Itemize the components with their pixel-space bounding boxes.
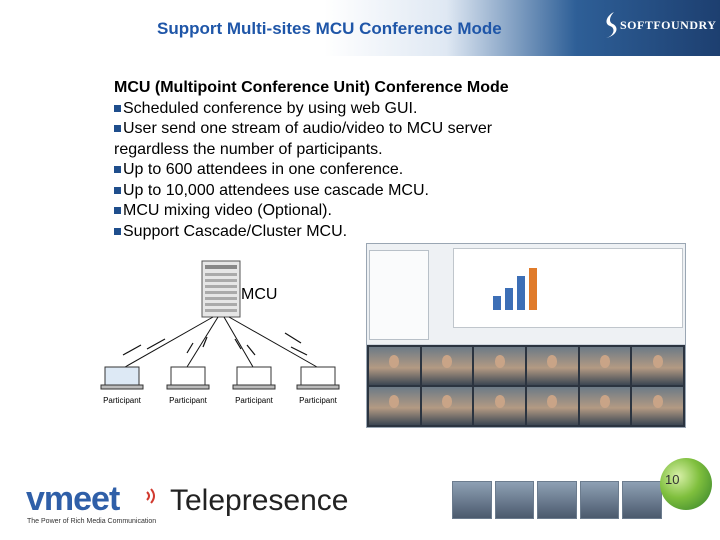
telepresence-photo: [452, 481, 492, 519]
screenshot-chart-image: [493, 268, 537, 310]
signal-waves-icon: [146, 488, 155, 504]
bullet-item: Up to 600 attendees in one conference.: [114, 160, 574, 181]
mcu-label: MCU: [241, 286, 278, 303]
bullet-text: Up to 600 attendees in one conference.: [123, 161, 404, 178]
slide-header: [0, 0, 720, 56]
video-tile: [632, 387, 683, 425]
connection-lines: [124, 316, 318, 368]
bullet-marker-icon: [114, 166, 121, 173]
bullet-item: Up to 10,000 attendees use cascade MCU.: [114, 181, 574, 202]
screenshot-shared-document: [453, 248, 683, 328]
participant-laptop-icon: [296, 366, 340, 390]
participant-laptop-icon: [100, 366, 144, 390]
bullet-marker-icon: [114, 104, 121, 112]
video-tile: [369, 387, 420, 425]
screenshot-top-panel: [367, 244, 685, 344]
brand-tagline: The Power of Rich Media Communication: [27, 518, 157, 525]
video-tile: [527, 387, 578, 425]
screenshot-video-grid: [367, 345, 685, 427]
video-tile: [474, 347, 525, 385]
softfoundry-logo: SOFTFOUNDRY: [598, 8, 716, 42]
video-tile: [421, 387, 473, 425]
vmeet-logo: vmeet: [26, 480, 120, 518]
bullet-item: MCU mixing video (Optional).: [114, 201, 574, 222]
participant-laptop-icon: [232, 366, 276, 390]
video-tile: [369, 347, 420, 385]
logo-mark-icon: [606, 12, 617, 38]
bullet-text: Scheduled conference by using web GUI.: [123, 99, 418, 117]
video-tile: [579, 387, 631, 425]
stream-arrows: [122, 332, 308, 356]
bullet-item: User send one stream of audio/video to M…: [114, 119, 574, 140]
bullet-marker-icon: [114, 186, 121, 194]
video-tile: [474, 387, 525, 425]
conference-screenshot: [366, 243, 686, 428]
telepresence-photo-strip: [452, 481, 662, 519]
telepresence-photo: [579, 481, 620, 519]
participant-label: Participant: [169, 396, 208, 405]
logo-text: SOFTFOUNDRY: [620, 18, 717, 32]
bullet-text: Support Cascade/Cluster MCU.: [123, 222, 348, 240]
participant-label: Participant: [299, 396, 338, 405]
bullet-text: MCU mixing video (Optional).: [123, 202, 332, 219]
video-tile: [632, 347, 683, 385]
bullet-item: Scheduled conference by using web GUI.: [114, 99, 574, 120]
bullet-marker-icon: [114, 125, 121, 132]
video-tile: [579, 347, 631, 385]
video-tile: [421, 347, 473, 385]
slide-title: Support Multi-sites MCU Conference Mode: [157, 19, 502, 38]
telepresence-photo: [622, 481, 662, 519]
body-heading: MCU (Multipoint Conference Unit) Confere…: [114, 79, 509, 96]
participant-label: Participant: [235, 396, 274, 405]
bullet-item: Support Cascade/Cluster MCU.: [114, 222, 574, 243]
screenshot-participant-list: [369, 250, 429, 340]
page-number: 10: [665, 472, 680, 487]
telepresence-photo: [537, 481, 577, 519]
telepresence-photo: [494, 481, 535, 519]
mcu-topology-diagram: Participant Participant Participant Part…: [100, 260, 340, 405]
mcu-server-icon: [201, 260, 241, 318]
bullet-continuation: regardless the number of participants.: [114, 140, 383, 158]
green-globe-icon: [660, 458, 712, 510]
video-tile: [527, 347, 578, 385]
bullet-marker-icon: [114, 207, 121, 214]
participant-laptop-icon: [166, 366, 210, 390]
participant-label: Participant: [103, 396, 142, 405]
bullet-text: Up to 10,000 attendees use cascade MCU.: [123, 181, 429, 199]
bullet-marker-icon: [114, 227, 121, 235]
slide-body: MCU (Multipoint Conference Unit) Confere…: [114, 78, 574, 242]
bullet-text: User send one stream of audio/video to M…: [123, 120, 493, 137]
telepresence-wordmark: Telepresence: [170, 484, 349, 517]
